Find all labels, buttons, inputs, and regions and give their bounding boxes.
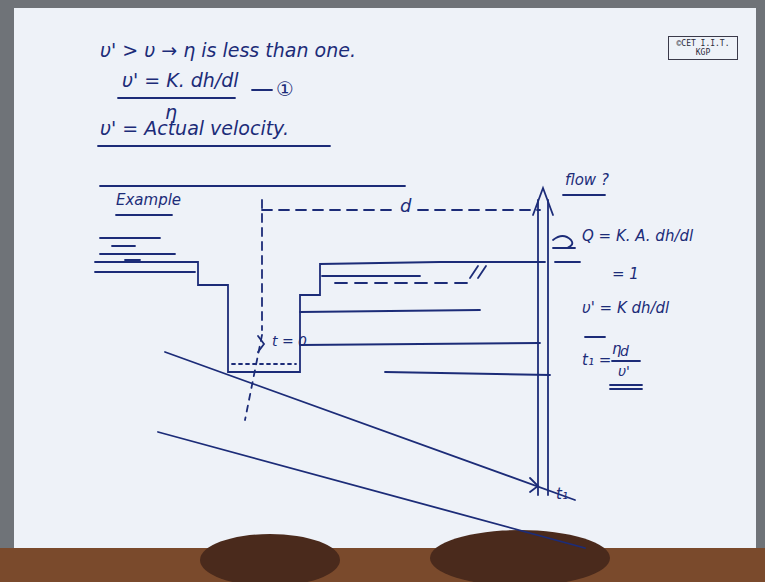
- ground-surface: [95, 262, 545, 372]
- note-text: υ' > υ → η is less than one.: [100, 40, 356, 61]
- water-level: [125, 259, 140, 261]
- dimension-line: [418, 209, 540, 211]
- pump-spout: [553, 236, 572, 248]
- time-label: t₁: [556, 486, 568, 503]
- definition-text: υ' = Actual velocity.: [100, 118, 289, 139]
- formula-numerator: υ' = K dh/dl: [582, 300, 669, 317]
- well-casing: [547, 200, 549, 495]
- time-label: t = 0: [272, 334, 307, 349]
- well-casing: [537, 200, 539, 495]
- layer-line: [300, 343, 540, 345]
- dimension-line: [262, 209, 395, 211]
- dimension-label: d: [400, 196, 411, 216]
- well-head: [533, 188, 553, 215]
- underline: [563, 194, 605, 196]
- aquifer-top: [165, 352, 575, 500]
- underline: [98, 145, 330, 147]
- fraction-bar: [118, 97, 235, 99]
- water-level: [100, 253, 175, 255]
- water-level: [100, 237, 160, 239]
- underline: [116, 214, 172, 216]
- underline: [610, 388, 642, 390]
- arrow-mark: [530, 478, 538, 492]
- desk: [0, 548, 765, 582]
- formula-numerator: υ' = K. dh/dl: [122, 70, 239, 91]
- fraction-bar: [585, 336, 605, 338]
- separator: [100, 185, 405, 187]
- break-mark: [478, 266, 486, 278]
- question-label: flow ?: [565, 172, 609, 189]
- layer-line: [300, 310, 480, 312]
- formula-text: t₁ =: [582, 352, 611, 369]
- dimension-line: [261, 200, 263, 330]
- aquifer-bottom: [158, 432, 585, 548]
- equation-number: ①: [276, 78, 294, 100]
- ground-surface: [555, 261, 580, 263]
- formula-denominator: υ': [618, 364, 630, 379]
- fraction-bar: [612, 360, 640, 362]
- hand: [200, 534, 340, 582]
- arrow-mark: [258, 336, 264, 352]
- dash: [252, 89, 272, 91]
- formula-text: = 1: [612, 266, 639, 283]
- underline: [610, 384, 642, 386]
- hand: [430, 530, 610, 582]
- logo-box: ©CET I.I.T. KGP: [668, 36, 738, 60]
- water-level: [112, 245, 135, 247]
- section-heading: Example: [116, 192, 181, 209]
- ground-line: [95, 271, 195, 273]
- formula-text: Q = K. A. dh/dl: [582, 228, 693, 245]
- dimension-line: [245, 335, 262, 420]
- logo-text: ©CET I.I.T. KGP: [673, 39, 733, 57]
- water-level: [553, 247, 575, 249]
- water-level: [322, 275, 420, 277]
- water-level: [335, 282, 470, 284]
- break-mark: [470, 266, 478, 278]
- layer-line: [385, 372, 550, 375]
- water-level: [232, 363, 296, 365]
- formula-numerator: d: [620, 344, 629, 359]
- paper-sheet: [14, 8, 756, 568]
